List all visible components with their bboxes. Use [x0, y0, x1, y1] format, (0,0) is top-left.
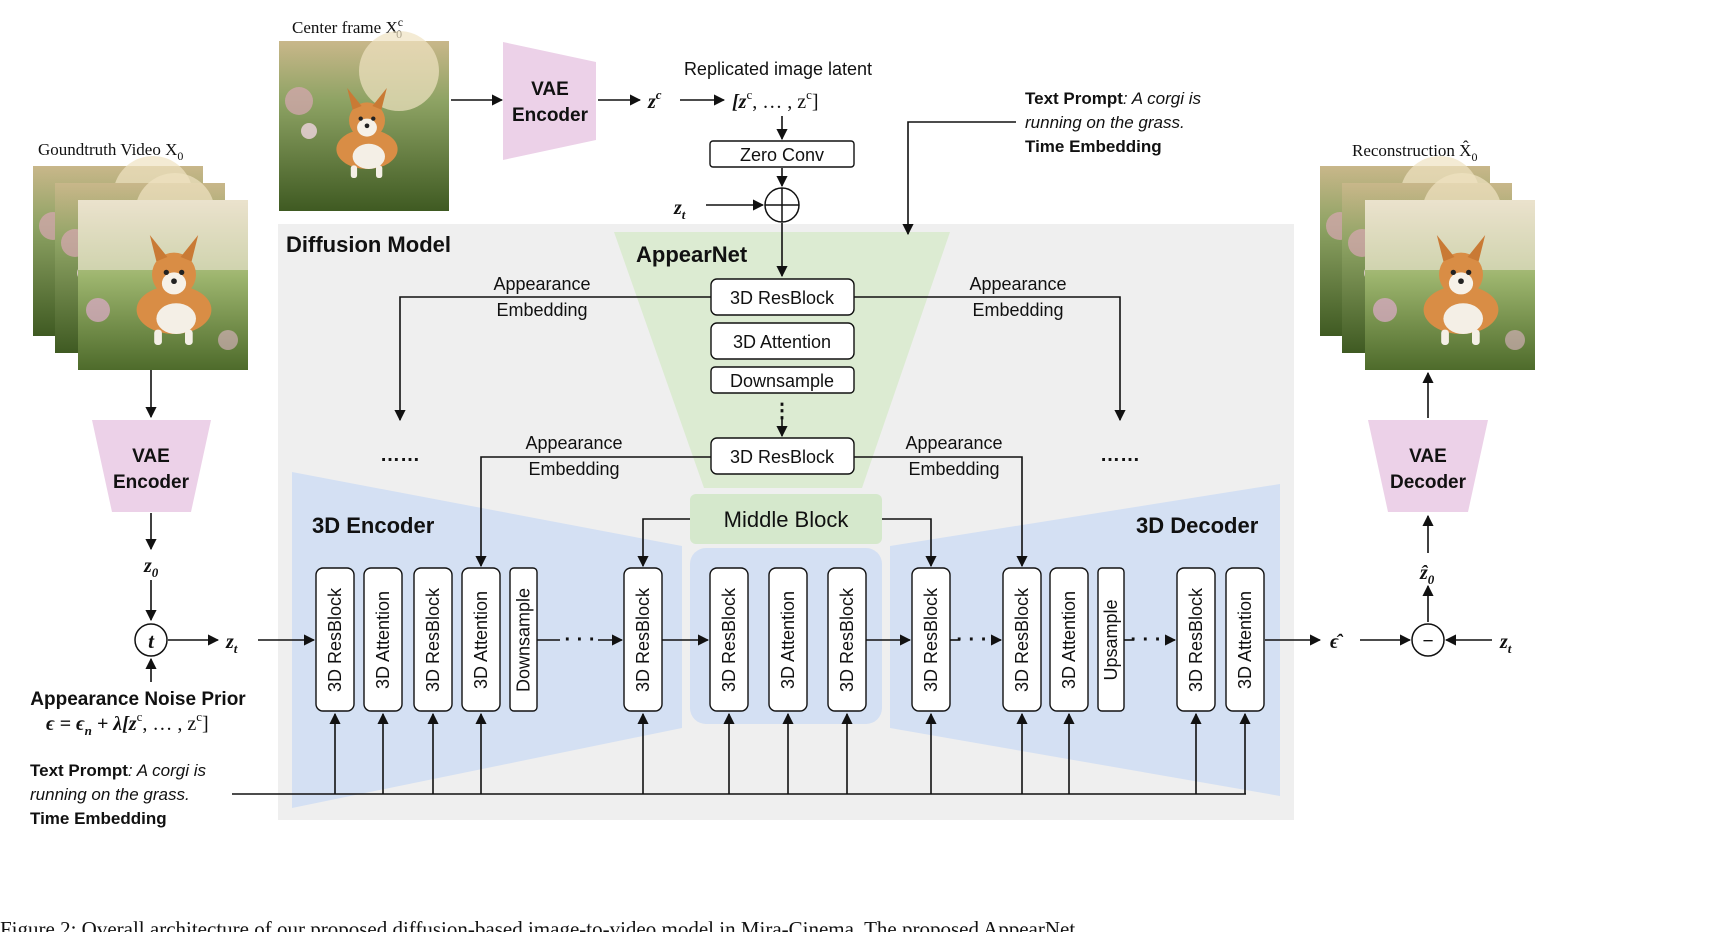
block-mid-2: 3D Attention: [768, 567, 808, 712]
z-t-top-label: zt: [673, 197, 686, 222]
block-dec-2: 3D ResBlock: [1002, 567, 1042, 712]
text-prompt-top-line2: running on the grass.: [1025, 113, 1185, 132]
subtract-node: [1411, 623, 1445, 657]
z-c-label: zc: [647, 87, 662, 113]
time-embedding-bottom: Time Embedding: [30, 809, 167, 828]
block-label: 3D ResBlock: [719, 587, 739, 692]
appearance-embedding-l2-b: Embedding: [528, 459, 619, 479]
appearnet-downsample-label: Downsample: [730, 371, 834, 391]
t-node-label: t: [148, 629, 155, 653]
appearnet-resblock-1-label: 3D ResBlock: [730, 288, 835, 308]
block-label: 3D ResBlock: [1012, 587, 1032, 692]
block-label: 3D Attention: [778, 591, 798, 689]
vae-encoder-left: [92, 420, 211, 512]
noise-prior-equation: ϵ = ϵn + λ[zc, … , zc]: [46, 709, 209, 738]
block-enc-2: 3D Attention: [363, 567, 403, 712]
text-prompt-bottom: Text Prompt: A corgi is: [30, 761, 207, 780]
vae-encoder-top: [503, 42, 596, 160]
block-label: 3D ResBlock: [633, 587, 653, 692]
appearnet-resblock-2: [710, 437, 855, 475]
groundtruth-video-label: Goundtruth Video X0: [38, 140, 183, 163]
center-frame-image: [279, 31, 449, 211]
diffusion-model-label: Diffusion Model: [286, 232, 451, 257]
appearnet-region: [614, 232, 950, 488]
z-t-left-label: zt: [225, 631, 238, 656]
vae-encoder-left-label-2: Encoder: [113, 472, 190, 493]
block-enc-6: 3D ResBlock: [623, 567, 663, 712]
appearance-embedding-r1-b: Embedding: [972, 300, 1063, 320]
appearance-embedding-r1-a: Appearance: [969, 274, 1066, 294]
block-label: 3D ResBlock: [423, 587, 443, 692]
figure-caption: Figure 2: Overall architecture of our pr…: [0, 917, 1076, 932]
dots-left: ……: [380, 444, 420, 466]
reconstruction-label: Reconstruction X̂0: [1352, 141, 1477, 164]
block-mid-1: 3D ResBlock: [709, 567, 749, 712]
z-t-right-label: zt: [1499, 631, 1512, 656]
unet-block-row: 3D ResBlock 3D Attention 3D ResBlock 3D Att…: [315, 567, 1265, 712]
appearnet-resblock-2-label: 3D ResBlock: [730, 447, 835, 467]
z0-label: z0: [143, 555, 159, 580]
decoder-label: 3D Decoder: [1136, 513, 1259, 538]
appearnet-vertical-dots: ⋮: [772, 400, 792, 422]
vae-encoder-top-label-2: Encoder: [512, 105, 589, 126]
replicated-latent-title: Replicated image latent: [684, 59, 872, 79]
block-dec-4: Upsample: [1097, 567, 1125, 712]
block-enc-1: 3D ResBlock: [315, 567, 355, 712]
encoder-label: 3D Encoder: [312, 513, 435, 538]
appearnet-attention-label: 3D Attention: [733, 332, 831, 352]
appearnet-label: AppearNet: [636, 242, 748, 267]
block-label: 3D Attention: [1059, 591, 1079, 689]
noise-prior-title: Appearance Noise Prior: [30, 689, 246, 710]
block-label: 3D ResBlock: [837, 587, 857, 692]
appearance-embedding-r2-b: Embedding: [908, 459, 999, 479]
block-dec-6: 3D Attention: [1225, 567, 1265, 712]
middle-block: [690, 494, 882, 544]
block-dec-5: 3D ResBlock: [1176, 567, 1216, 712]
middle-block-label: Middle Block: [724, 507, 850, 532]
appearance-embedding-l1-a: Appearance: [493, 274, 590, 294]
dots-encoder: · · ·: [564, 629, 595, 651]
replicated-latent-expr: [zc, … , zc]: [732, 87, 819, 113]
block-label: 3D Attention: [373, 591, 393, 689]
appearance-embedding-r2-a: Appearance: [905, 433, 1002, 453]
appearnet-attention: [710, 322, 855, 360]
vae-encoder-left-label-1: VAE: [132, 446, 170, 467]
vae-decoder: [1368, 420, 1488, 512]
time-embedding-top: Time Embedding: [1025, 137, 1162, 156]
z0-hat-label: ẑ0: [1419, 562, 1435, 587]
eps-hat-label: ϵ̂: [1330, 631, 1344, 653]
appearance-embedding-l1-b: Embedding: [496, 300, 587, 320]
block-label: 3D ResBlock: [1186, 587, 1206, 692]
block-label: 3D Attention: [1235, 591, 1255, 689]
block-label: Upsample: [1101, 599, 1121, 680]
vae-decoder-label-2: Decoder: [1390, 472, 1467, 493]
block-label: 3D ResBlock: [325, 587, 345, 692]
block-mid-3: 3D ResBlock: [827, 567, 867, 712]
appearnet-downsample: [710, 366, 855, 394]
text-prompt-bottom-line2: running on the grass.: [30, 785, 190, 804]
dots-decoder-2: · · · ·: [1130, 629, 1173, 651]
block-dec-3: 3D Attention: [1049, 567, 1089, 712]
block-enc-3: 3D ResBlock: [413, 567, 453, 712]
minus-label: −: [1422, 631, 1433, 652]
zero-conv-block: [709, 140, 855, 168]
block-label: 3D Attention: [471, 591, 491, 689]
zero-conv-label: Zero Conv: [740, 145, 824, 165]
noise-step-node: [134, 623, 168, 657]
block-dec-1: 3D ResBlock: [911, 567, 951, 712]
vae-decoder-label-1: VAE: [1409, 446, 1447, 467]
dots-decoder-1: · · · ·: [956, 629, 999, 651]
reconstruction-frames: [1320, 156, 1535, 370]
appearance-embedding-l2-a: Appearance: [525, 433, 622, 453]
dots-right: ……: [1100, 444, 1140, 466]
block-label: Downsample: [514, 588, 534, 692]
groundtruth-video-frames: [33, 156, 248, 370]
block-label: 3D ResBlock: [921, 587, 941, 692]
block-enc-5: Downsample: [509, 567, 538, 712]
block-enc-4: 3D Attention: [461, 567, 501, 712]
text-prompt-top: Text Prompt: A corgi is: [1025, 89, 1202, 108]
vae-encoder-top-label-1: VAE: [531, 79, 569, 100]
